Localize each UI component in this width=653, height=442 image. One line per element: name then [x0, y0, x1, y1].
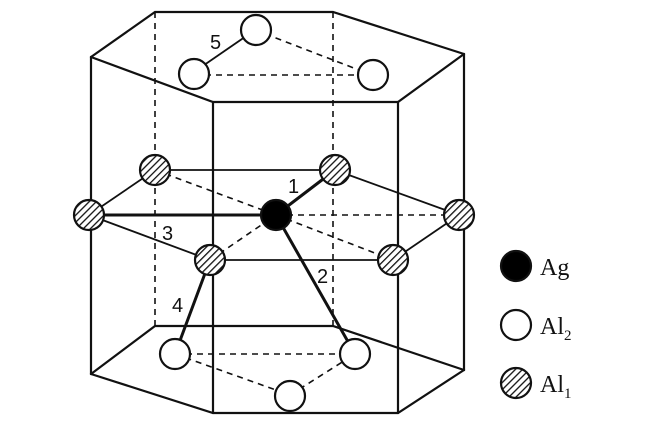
ag-atom-center — [259, 198, 293, 232]
legend-item-ag: Ag — [499, 249, 569, 283]
bond-label-2: 2 — [317, 266, 328, 288]
prism-hidden-edges — [154, 12, 334, 326]
middle-al1-ring-bonds — [88, 169, 460, 261]
al2-atom-top-right — [356, 58, 390, 92]
al2-atom-bottom-left — [158, 337, 192, 371]
legend-al2-swatch — [499, 308, 533, 342]
legend-item-al2: Al2 — [499, 308, 572, 344]
al1-atom-right — [442, 198, 476, 232]
al2-atoms — [158, 13, 390, 413]
bond-label-1: 1 — [288, 176, 299, 198]
prism-vertical-edges — [89, 52, 466, 415]
al1-atom-left — [72, 198, 106, 232]
legend-al1-swatch — [499, 366, 533, 400]
legend: Ag Al2 Al1 — [499, 249, 572, 402]
al1-atom-front-right — [376, 243, 410, 277]
al1-atom-back-right — [318, 153, 352, 187]
al1-atoms — [72, 153, 476, 277]
ag-atoms — [259, 198, 293, 232]
legend-item-al1: Al1 — [499, 366, 572, 402]
bond-label-4: 4 — [172, 295, 183, 317]
al2-atom-top-center — [239, 13, 273, 47]
al1-atom-front-left — [193, 243, 227, 277]
al1-atom-back-left — [138, 153, 172, 187]
legend-ag-swatch — [499, 249, 533, 283]
top-hexagon — [89, 10, 466, 104]
bottom-al2-triangle-bonds — [174, 353, 356, 396]
bond-number-labels: 1 2 3 4 5 — [162, 32, 328, 317]
bond-label-3: 3 — [162, 223, 173, 245]
al2-atom-top-left — [177, 57, 211, 91]
al2-atom-bottom-front — [273, 379, 307, 413]
legend-al1-label: Al1 — [540, 372, 572, 402]
al2-atom-bottom-right — [338, 337, 372, 371]
legend-ag-label: Ag — [540, 255, 569, 281]
legend-al2-label: Al2 — [540, 314, 572, 344]
bond-label-5: 5 — [210, 32, 221, 54]
